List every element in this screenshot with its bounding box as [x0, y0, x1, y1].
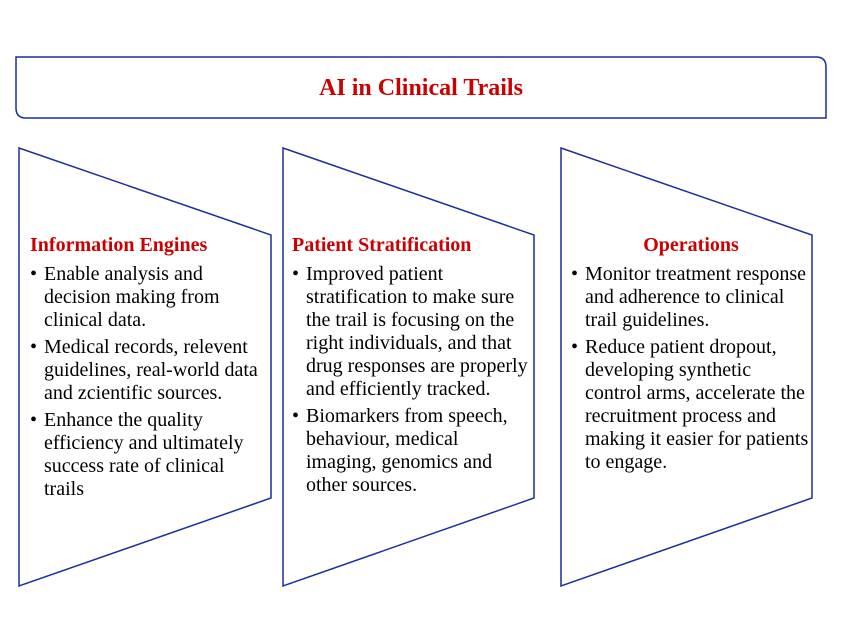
- list-item: Medical records, relevent guidelines, re…: [30, 336, 262, 405]
- list-item: Improved patient stratification to make …: [292, 263, 532, 401]
- diagram-title: AI in Clinical Trails: [319, 74, 523, 101]
- bullet-list: Improved patient stratification to make …: [292, 263, 532, 497]
- list-item: Biomarkers from speech, behaviour, medic…: [292, 405, 532, 497]
- bullet-list: Monitor treatment response and adherence…: [571, 263, 811, 474]
- column-heading: Operations: [643, 234, 739, 256]
- column-heading: Patient Stratification: [292, 234, 472, 256]
- list-item: Reduce patient dropout, developing synth…: [571, 336, 811, 474]
- column-operations: Operations Monitor treatment response an…: [571, 233, 811, 478]
- bullet-list: Enable analysis and decision making from…: [30, 263, 262, 501]
- title-box: [15, 56, 827, 119]
- list-item: Monitor treatment response and adherence…: [571, 263, 811, 332]
- column-information-engines: Information Engines Enable analysis and …: [30, 233, 262, 505]
- column-patient-stratification: Patient Stratification Improved patient …: [292, 233, 532, 501]
- list-item: Enhance the quality efficiency and ultim…: [30, 409, 262, 501]
- list-item: Enable analysis and decision making from…: [30, 263, 262, 332]
- column-heading: Information Engines: [30, 234, 208, 256]
